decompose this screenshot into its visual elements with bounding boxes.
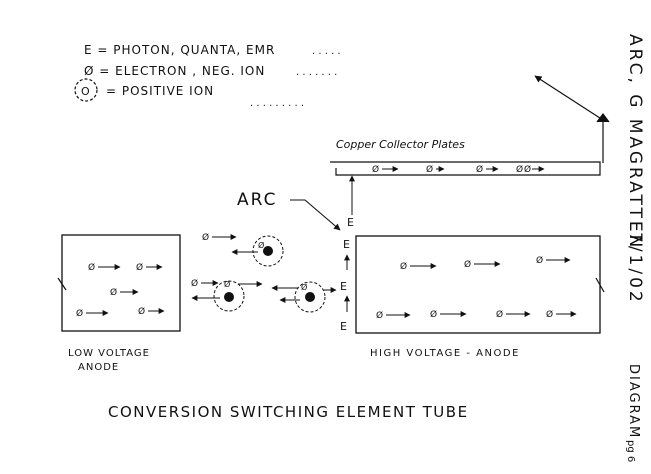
svg-text:Ø: Ø — [138, 306, 145, 317]
legend-photon-text: E = PHOTON, QUANTA, EMR — [84, 43, 275, 57]
svg-text:Ø: Ø — [110, 287, 117, 298]
photon-column: E E E E — [340, 175, 355, 333]
high-voltage-label: HIGH VOLTAGE - ANODE — [370, 348, 520, 359]
svg-text:Ø: Ø — [372, 164, 379, 175]
positive-ion-legend-symbol — [74, 78, 98, 102]
arc-label: ARC — [237, 190, 277, 210]
svg-text:Ø: Ø — [136, 262, 143, 273]
positive-ion-legend-letter: O — [81, 85, 90, 98]
svg-text:Ø: Ø — [430, 309, 437, 320]
diagram-title: CONVERSION SWITCHING ELEMENT TUBE — [108, 403, 469, 421]
svg-text:Ø: Ø — [76, 308, 83, 319]
low-voltage-anode: Ø Ø Ø Ø Ø LOW VOLTAGE ANODE — [57, 234, 181, 373]
svg-text:Ø: Ø — [464, 259, 471, 270]
copper-plates-label: Copper Collector Plates — [336, 138, 465, 151]
photon-label-2: E — [343, 238, 350, 251]
high-anode-electrons: Ø Ø Ø Ø Ø Ø Ø — [376, 255, 577, 321]
photon-label-4: E — [340, 320, 347, 333]
high-voltage-anode: Ø Ø Ø Ø Ø Ø Ø HIGH VOLTAGE - ANODE — [355, 235, 605, 359]
svg-text:Ø: Ø — [516, 164, 523, 175]
side-date: 7/1/02 — [625, 232, 645, 305]
legend-electron-dots: . . . . . . . — [296, 67, 337, 78]
svg-text:Ø: Ø — [191, 278, 198, 289]
low-voltage-label-line1: LOW VOLTAGE — [68, 348, 150, 359]
legend-positive-ion-dots: . . . . . . . . . — [250, 98, 304, 109]
side-annotations: ARC, G MAGRATTEN 7/1/02 DIAGRAM pg 6 — [625, 34, 645, 462]
high-voltage-anode-box — [355, 235, 601, 334]
legend-positive-ion-text: = POSITIVE ION — [106, 84, 214, 98]
low-voltage-label-line2: ANODE — [78, 362, 119, 373]
collector-plate-outline — [330, 161, 601, 176]
svg-text:Ø: Ø — [426, 164, 433, 175]
svg-text:Ø: Ø — [88, 262, 95, 273]
svg-text:Ø: Ø — [524, 164, 531, 175]
svg-text:Ø: Ø — [202, 232, 209, 243]
upper-arrow — [534, 75, 610, 163]
svg-text:Ø: Ø — [536, 255, 543, 266]
arc-pointer: ARC — [237, 190, 341, 231]
svg-text:Ø: Ø — [476, 164, 483, 175]
svg-text:Ø: Ø — [258, 240, 264, 250]
low-anode-electrons: Ø Ø Ø Ø Ø — [76, 262, 165, 319]
side-page: pg 6 — [625, 440, 636, 462]
svg-text:Ø: Ø — [546, 309, 553, 320]
side-author: ARC, G MAGRATTEN — [625, 34, 645, 250]
photon-label-1: E — [347, 216, 354, 229]
side-diagram: DIAGRAM — [626, 364, 641, 439]
svg-text:Ø: Ø — [376, 310, 383, 321]
svg-text:Ø: Ø — [496, 309, 503, 320]
legend-photon-dots: . . . . . — [312, 46, 341, 57]
legend: E = PHOTON, QUANTA, EMR . . . . . Ø = EL… — [74, 43, 341, 109]
svg-text:Ø: Ø — [224, 279, 230, 289]
svg-text:Ø: Ø — [301, 282, 307, 292]
photon-label-3: E — [340, 280, 347, 293]
gap-particles: Ø Ø Ø Ø Ø — [191, 232, 337, 313]
legend-electron-text: Ø = ELECTRON , NEG. ION — [84, 64, 265, 78]
svg-text:Ø: Ø — [400, 261, 407, 272]
